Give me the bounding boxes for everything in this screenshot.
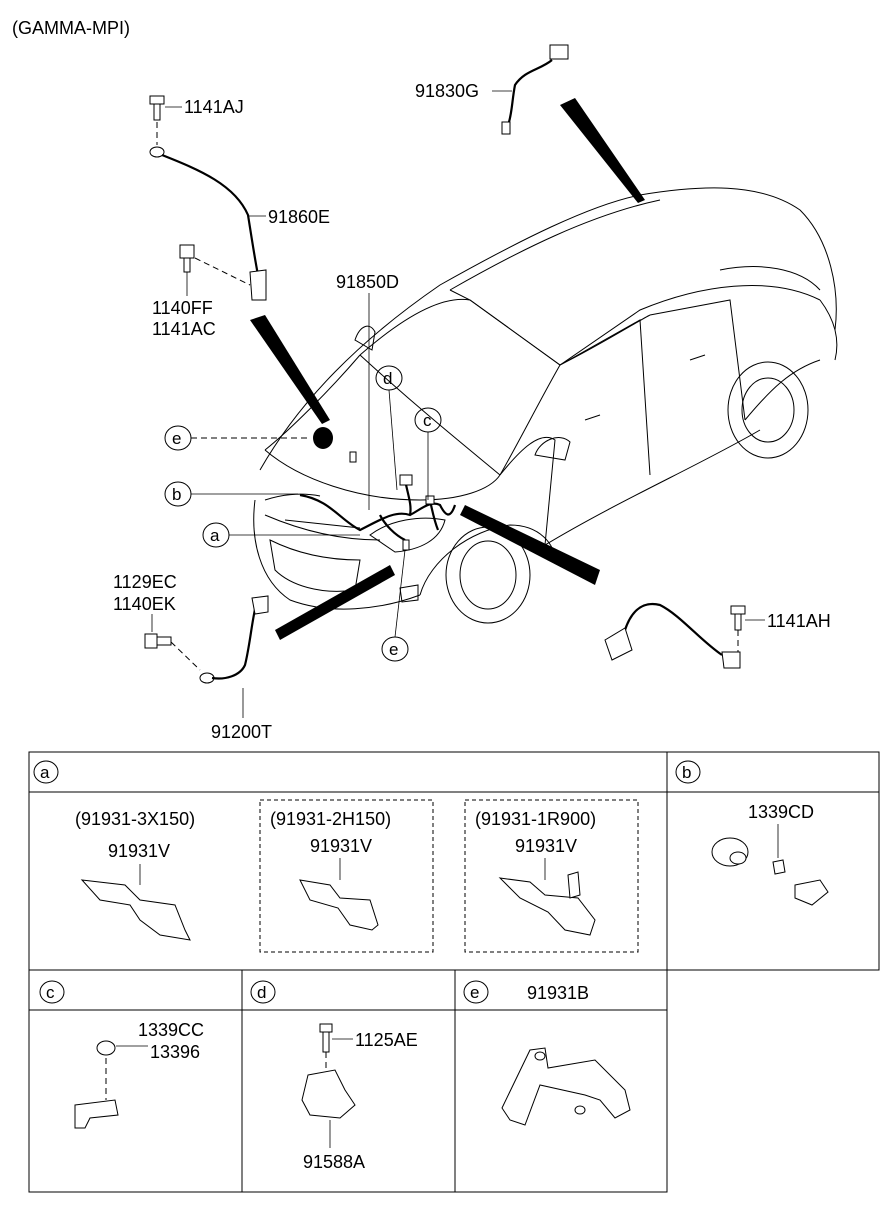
detail-e-panel: e 91931B [463,980,631,1126]
svg-text:c: c [423,411,432,430]
svg-text:e: e [470,983,479,1002]
svg-text:e: e [389,640,398,659]
svg-text:a: a [210,526,220,545]
diagram-title: (GAMMA-MPI) [12,18,130,38]
callout-d: d [375,365,403,491]
label-1141AC: 1141AC [152,319,216,339]
label-1129EC: 1129EC [113,572,177,592]
part-91830G [501,44,569,135]
detail-c-panel: c 1339CC 13396 [39,980,204,1129]
part-91200T [144,595,269,684]
detail-b-part: 1339CD [748,802,814,822]
detail-d-part-2: 91588A [303,1152,365,1172]
detail-a-part-3: 91931V [515,836,577,856]
callout-c: c [414,407,442,500]
detail-grid [28,751,880,1193]
detail-d-part-1: 1125AE [355,1030,418,1050]
label-1140FF: 1140FF [152,298,213,318]
detail-a-code-1: (91931-3X150) [75,809,195,829]
part-91860E [149,95,267,301]
pointer-bands [250,98,645,640]
svg-text:b: b [682,763,691,782]
label-91860E: 91860E [268,207,330,227]
svg-text:a: a [40,763,50,782]
car-body-outline [253,187,838,624]
label-91200T: 91200T [211,722,272,742]
detail-a-part-2: 91931V [310,836,372,856]
label-91850D: 91850D [336,272,399,292]
callout-e-top: e [164,425,310,451]
callout-a: a [202,522,360,548]
label-1141AJ: 1141AJ [184,97,244,117]
svg-text:c: c [46,983,55,1002]
engine-harness [299,427,457,551]
svg-text:d: d [383,369,392,388]
label-91830G: 91830G [415,81,479,101]
detail-c-part-1: 1339CC [138,1020,204,1040]
svg-text:d: d [257,983,266,1002]
callout-b: b [164,481,298,507]
detail-c-part-2: 13396 [150,1042,200,1062]
detail-a-part-1: 91931V [108,841,170,861]
svg-text:e: e [172,429,181,448]
part-1141AH [604,602,746,669]
detail-e-part: 91931B [527,983,589,1003]
label-1140EK: 1140EK [113,594,176,614]
callout-e-bottom: e [381,549,409,662]
detail-d-panel: d 1125AE 91588A [250,980,418,1172]
detail-a-code-2: (91931-2H150) [270,809,391,829]
label-1141AH: 1141AH [767,611,831,631]
detail-b-panel: b 1339CD [675,760,829,906]
battery-part [313,427,333,449]
detail-a-panel: a (91931-3X150) 91931V (91931-2H150) 919… [33,760,639,953]
detail-a-code-3: (91931-1R900) [475,809,596,829]
svg-text:b: b [172,485,181,504]
